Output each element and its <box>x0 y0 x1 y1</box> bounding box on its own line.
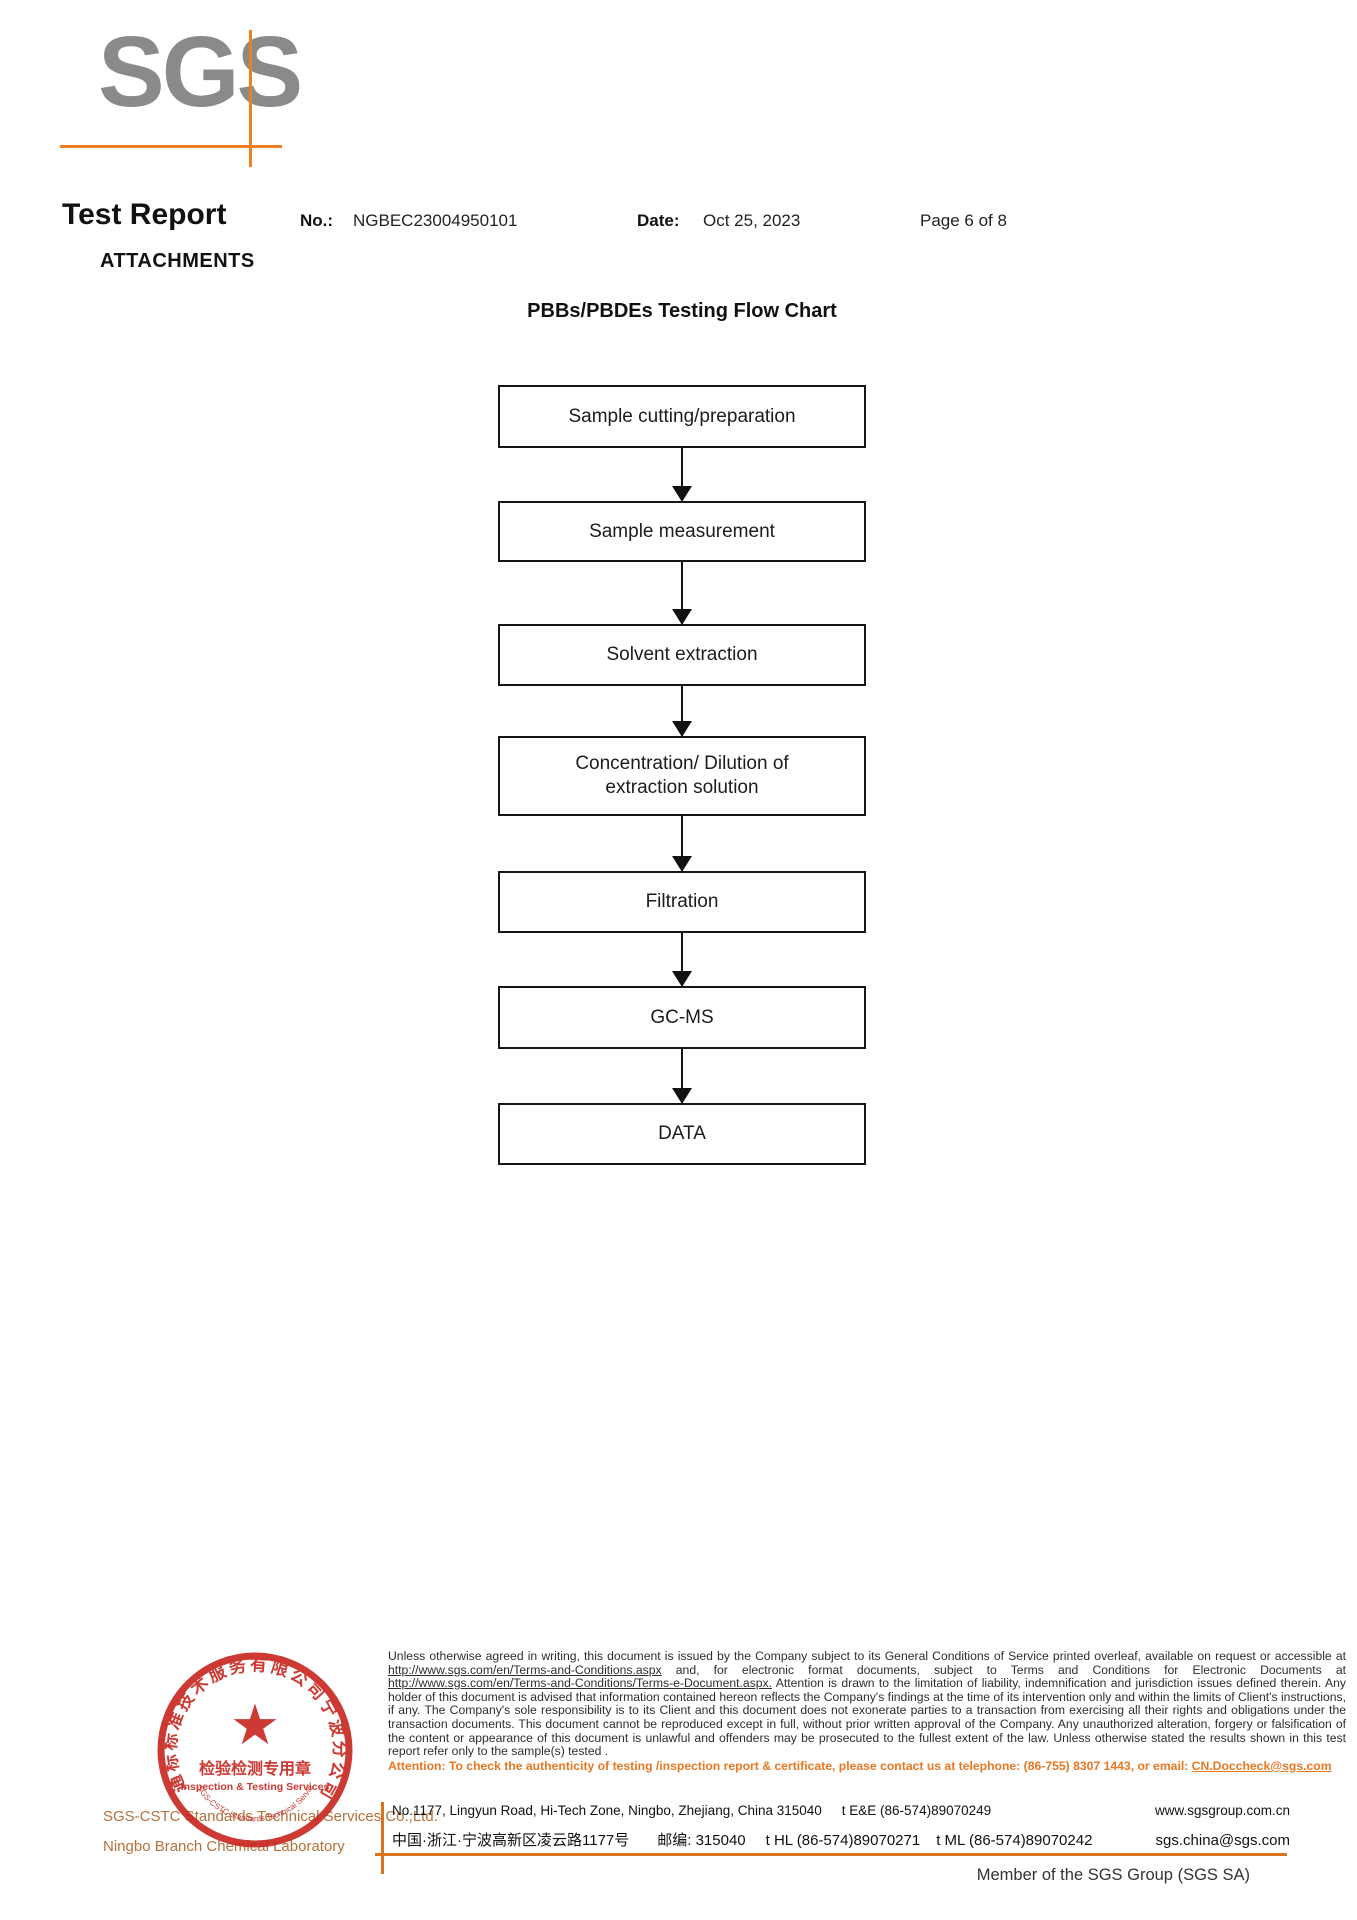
postal-code: 邮编: 315040 <box>657 1832 746 1849</box>
paragraph-text: Attention is drawn to the limitation of … <box>388 1676 1346 1759</box>
address-street-cn: 中国·浙江·宁波高新区凌云路1177号 <box>392 1832 630 1849</box>
flowchart-title: PBBs/PBDEs Testing Flow Chart <box>527 300 837 322</box>
flow-step-solvent-extraction: Solvent extraction <box>498 624 866 686</box>
stamp-star-icon: ★ <box>230 1693 280 1756</box>
phone-tee: t E&E (86-574)89070249 <box>841 1803 992 1818</box>
page-number: Page 6 of 8 <box>920 211 1007 230</box>
report-date-label: Date: <box>637 211 680 230</box>
address-street-en: No.1177, Lingyun Road, Hi-Tech Zone, Nin… <box>392 1803 822 1818</box>
report-date-value: Oct 25, 2023 <box>703 211 801 230</box>
paragraph-text: Attention: To check the authenticity of … <box>388 1758 1192 1773</box>
flow-step-gc-ms: GC-MS <box>498 986 866 1049</box>
flowchart: Sample cutting/preparation Sample measur… <box>498 385 866 1165</box>
email-address: sgs.china@sgs.com <box>1155 1832 1290 1849</box>
flow-step-filtration: Filtration <box>498 871 866 933</box>
phone-thl: t HL (86-574)89070271 <box>765 1832 921 1849</box>
flow-step-concentration-dilution: Concentration/ Dilution of extraction so… <box>498 736 866 816</box>
report-no-value: NGBEC23004950101 <box>353 211 518 230</box>
address-block: No.1177, Lingyun Road, Hi-Tech Zone, Nin… <box>392 1803 1290 1855</box>
link-url-text: CN.Doccheck@sgs.com <box>1191 1758 1332 1773</box>
flow-step-sample-cutting: Sample cutting/preparation <box>498 385 866 448</box>
inspection-stamp-seal: 通标标准技术服务有限公司宁波分公司 ★ 检验检测专用章 Inspection &… <box>153 1648 353 1848</box>
sgs-logo: SGS <box>98 16 303 128</box>
logo-orange-vertical-line <box>249 30 252 167</box>
phone-tml: t ML (86-574)89070242 <box>936 1832 1093 1849</box>
disclaimer-text: Unless otherwise agreed in writing, this… <box>388 1649 1346 1759</box>
paragraph-text: and, for electronic format documents, su… <box>661 1662 1346 1677</box>
attention-text: Attention: To check the authenticity of … <box>388 1758 1346 1774</box>
flow-arrow-down-icon <box>681 933 683 986</box>
address-vertical-rule <box>381 1802 384 1874</box>
stamp-ring <box>157 1652 353 1848</box>
report-title: Test Report <box>62 198 227 231</box>
attachments-label: ATTACHMENTS <box>100 250 255 272</box>
report-no-label: No.: <box>300 211 334 230</box>
flow-step-sample-measurement: Sample measurement <box>498 501 866 562</box>
member-of-sgs-group: Member of the SGS Group (SGS SA) <box>976 1866 1250 1884</box>
flow-arrow-down-icon <box>681 562 683 624</box>
flow-arrow-down-icon <box>681 1049 683 1103</box>
link-url-text: http://www.sgs.com/en/Terms-and-Conditio… <box>388 1662 662 1677</box>
footer-orange-rule <box>375 1853 1287 1856</box>
disclaimer-block: Unless otherwise agreed in writing, this… <box>388 1649 1346 1774</box>
link-url-text: http://www.sgs.com/en/Terms-and-Conditio… <box>388 1676 773 1691</box>
stamp-center-chinese: 检验检测专用章 <box>199 1759 311 1778</box>
flow-arrow-down-icon <box>681 686 683 736</box>
flow-arrow-down-icon <box>681 816 683 871</box>
flow-step-data: DATA <box>498 1103 866 1165</box>
website-url: www.sgsgroup.com.cn <box>1154 1803 1290 1818</box>
paragraph-text: Unless otherwise agreed in writing, this… <box>388 1649 1346 1663</box>
stamp-center-english: Inspection & Testing Services <box>181 1781 330 1793</box>
logo-orange-horizontal-line <box>60 145 282 148</box>
flow-arrow-down-icon <box>681 448 683 501</box>
